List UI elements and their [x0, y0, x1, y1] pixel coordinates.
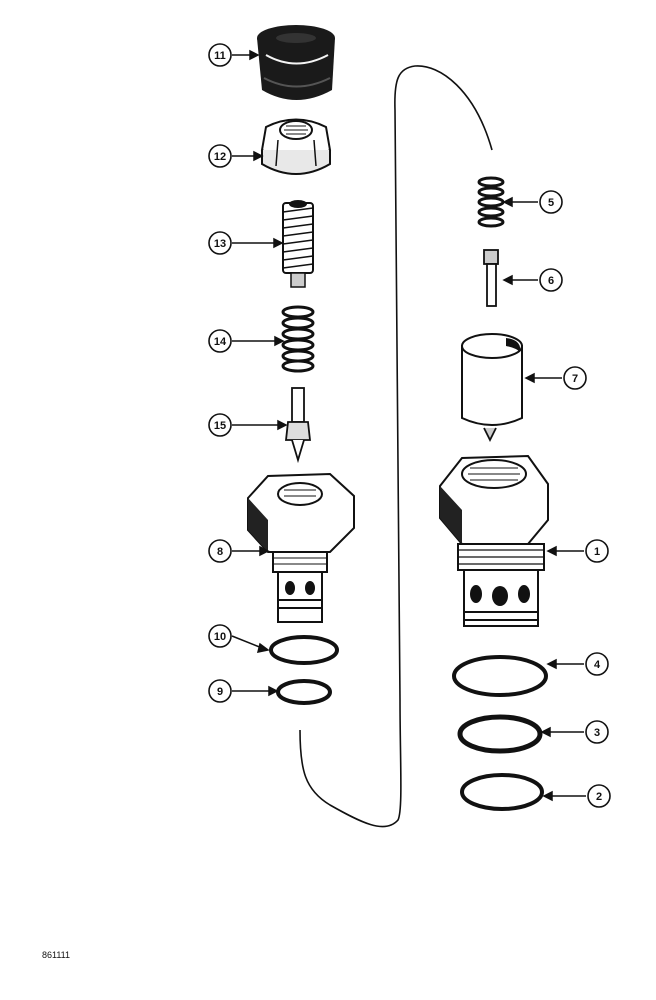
- part-valve-body: [247, 472, 355, 623]
- svg-text:15: 15: [214, 420, 226, 432]
- callouts: 11 12 13 14 15 8 10 9 5 6 7 1 4 3 2: [208, 43, 611, 808]
- svg-text:11: 11: [214, 50, 226, 62]
- callout-5: 5: [539, 190, 563, 214]
- callout-4: 4: [585, 652, 609, 676]
- callout-12: 12: [208, 144, 232, 168]
- svg-text:5: 5: [548, 197, 554, 209]
- leader-lines: [231, 49, 586, 802]
- callout-14: 14: [208, 329, 232, 353]
- callout-7: 7: [563, 366, 587, 390]
- svg-text:8: 8: [217, 546, 223, 558]
- callout-2: 2: [587, 784, 611, 808]
- callout-3: 3: [585, 720, 609, 744]
- part-o-ring: [452, 655, 548, 697]
- svg-text:7: 7: [572, 373, 578, 385]
- part-lock-nut: [260, 118, 332, 175]
- part-spring: [477, 176, 505, 228]
- svg-text:9: 9: [217, 686, 223, 698]
- svg-text:10: 10: [214, 631, 226, 643]
- part-spring: [281, 305, 315, 373]
- part-valve-body: [439, 454, 549, 627]
- callout-8: 8: [208, 539, 232, 563]
- part-cap: [257, 25, 335, 100]
- svg-text:13: 13: [214, 238, 226, 250]
- svg-text:3: 3: [594, 727, 600, 739]
- assembly-link-line: [299, 65, 493, 828]
- svg-text:12: 12: [214, 151, 226, 163]
- part-o-ring: [269, 635, 339, 665]
- svg-text:6: 6: [548, 275, 554, 287]
- svg-text:14: 14: [214, 336, 227, 348]
- callout-9: 9: [208, 679, 232, 703]
- svg-text:1: 1: [594, 546, 600, 558]
- callout-10: 10: [208, 624, 232, 648]
- part-adjusting-screw: [282, 200, 314, 288]
- callout-11: 11: [208, 43, 232, 67]
- figure-reference-number: 861111: [42, 950, 71, 960]
- part-poppet: [483, 249, 499, 307]
- part-o-ring: [457, 714, 543, 754]
- svg-text:4: 4: [594, 659, 601, 671]
- part-poppet: [284, 387, 312, 464]
- part-o-ring: [460, 773, 544, 811]
- callout-1: 1: [585, 539, 609, 563]
- callout-13: 13: [208, 231, 232, 255]
- svg-text:2: 2: [596, 791, 602, 803]
- part-o-ring: [276, 679, 332, 705]
- part-sleeve: [461, 333, 523, 443]
- callout-15: 15: [208, 413, 232, 437]
- callout-6: 6: [539, 268, 563, 292]
